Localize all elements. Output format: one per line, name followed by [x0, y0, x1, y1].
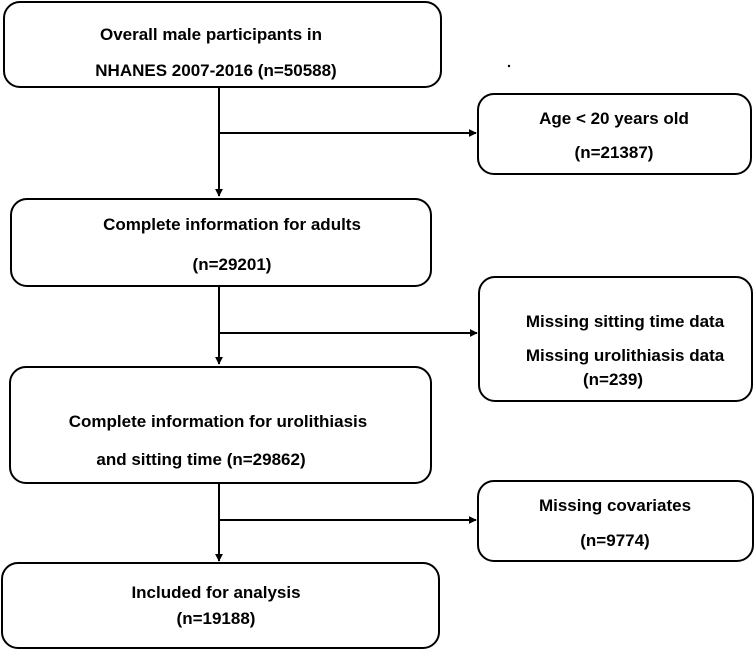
- box-adults-line-1: Complete information for adults: [103, 215, 361, 234]
- box-age-line-1: Age < 20 years old: [539, 109, 689, 128]
- connectors: [215, 87, 478, 562]
- box-covariates-line-2: (n=9774): [580, 531, 649, 550]
- stray-dot: [507, 64, 511, 68]
- box-covariates-line-1: Missing covariates: [539, 496, 691, 515]
- box-overall-line-1: Overall male participants in: [100, 25, 322, 44]
- box-missing-data: Missing sitting time data Missing urolit…: [478, 276, 753, 402]
- box-missing-data-line-3: (n=239): [583, 370, 643, 389]
- box-adults-line-2: (n=29201): [193, 255, 272, 274]
- box-urolithiasis-line-2: and sitting time (n=29862): [96, 450, 305, 469]
- box-urolithiasis: Complete information for urolithiasis an…: [9, 366, 432, 484]
- box-included-line-2: (n=19188): [177, 609, 256, 628]
- box-included-line-1: Included for analysis: [131, 583, 300, 602]
- box-overall-line-2: NHANES 2007-2016 (n=50588): [95, 61, 336, 80]
- box-adults: Complete information for adults (n=29201…: [10, 198, 432, 287]
- box-urolithiasis-line-1: Complete information for urolithiasis: [69, 412, 367, 431]
- box-missing-data-line-2: Missing urolithiasis data: [526, 346, 725, 365]
- box-covariates: Missing covariates (n=9774): [477, 480, 754, 562]
- box-missing-data-line-1: Missing sitting time data: [526, 312, 725, 331]
- box-included: Included for analysis (n=19188): [1, 562, 440, 649]
- box-age: Age < 20 years old (n=21387): [477, 93, 752, 175]
- box-overall: Overall male participants in NHANES 2007…: [3, 1, 442, 88]
- box-age-line-2: (n=21387): [575, 143, 654, 162]
